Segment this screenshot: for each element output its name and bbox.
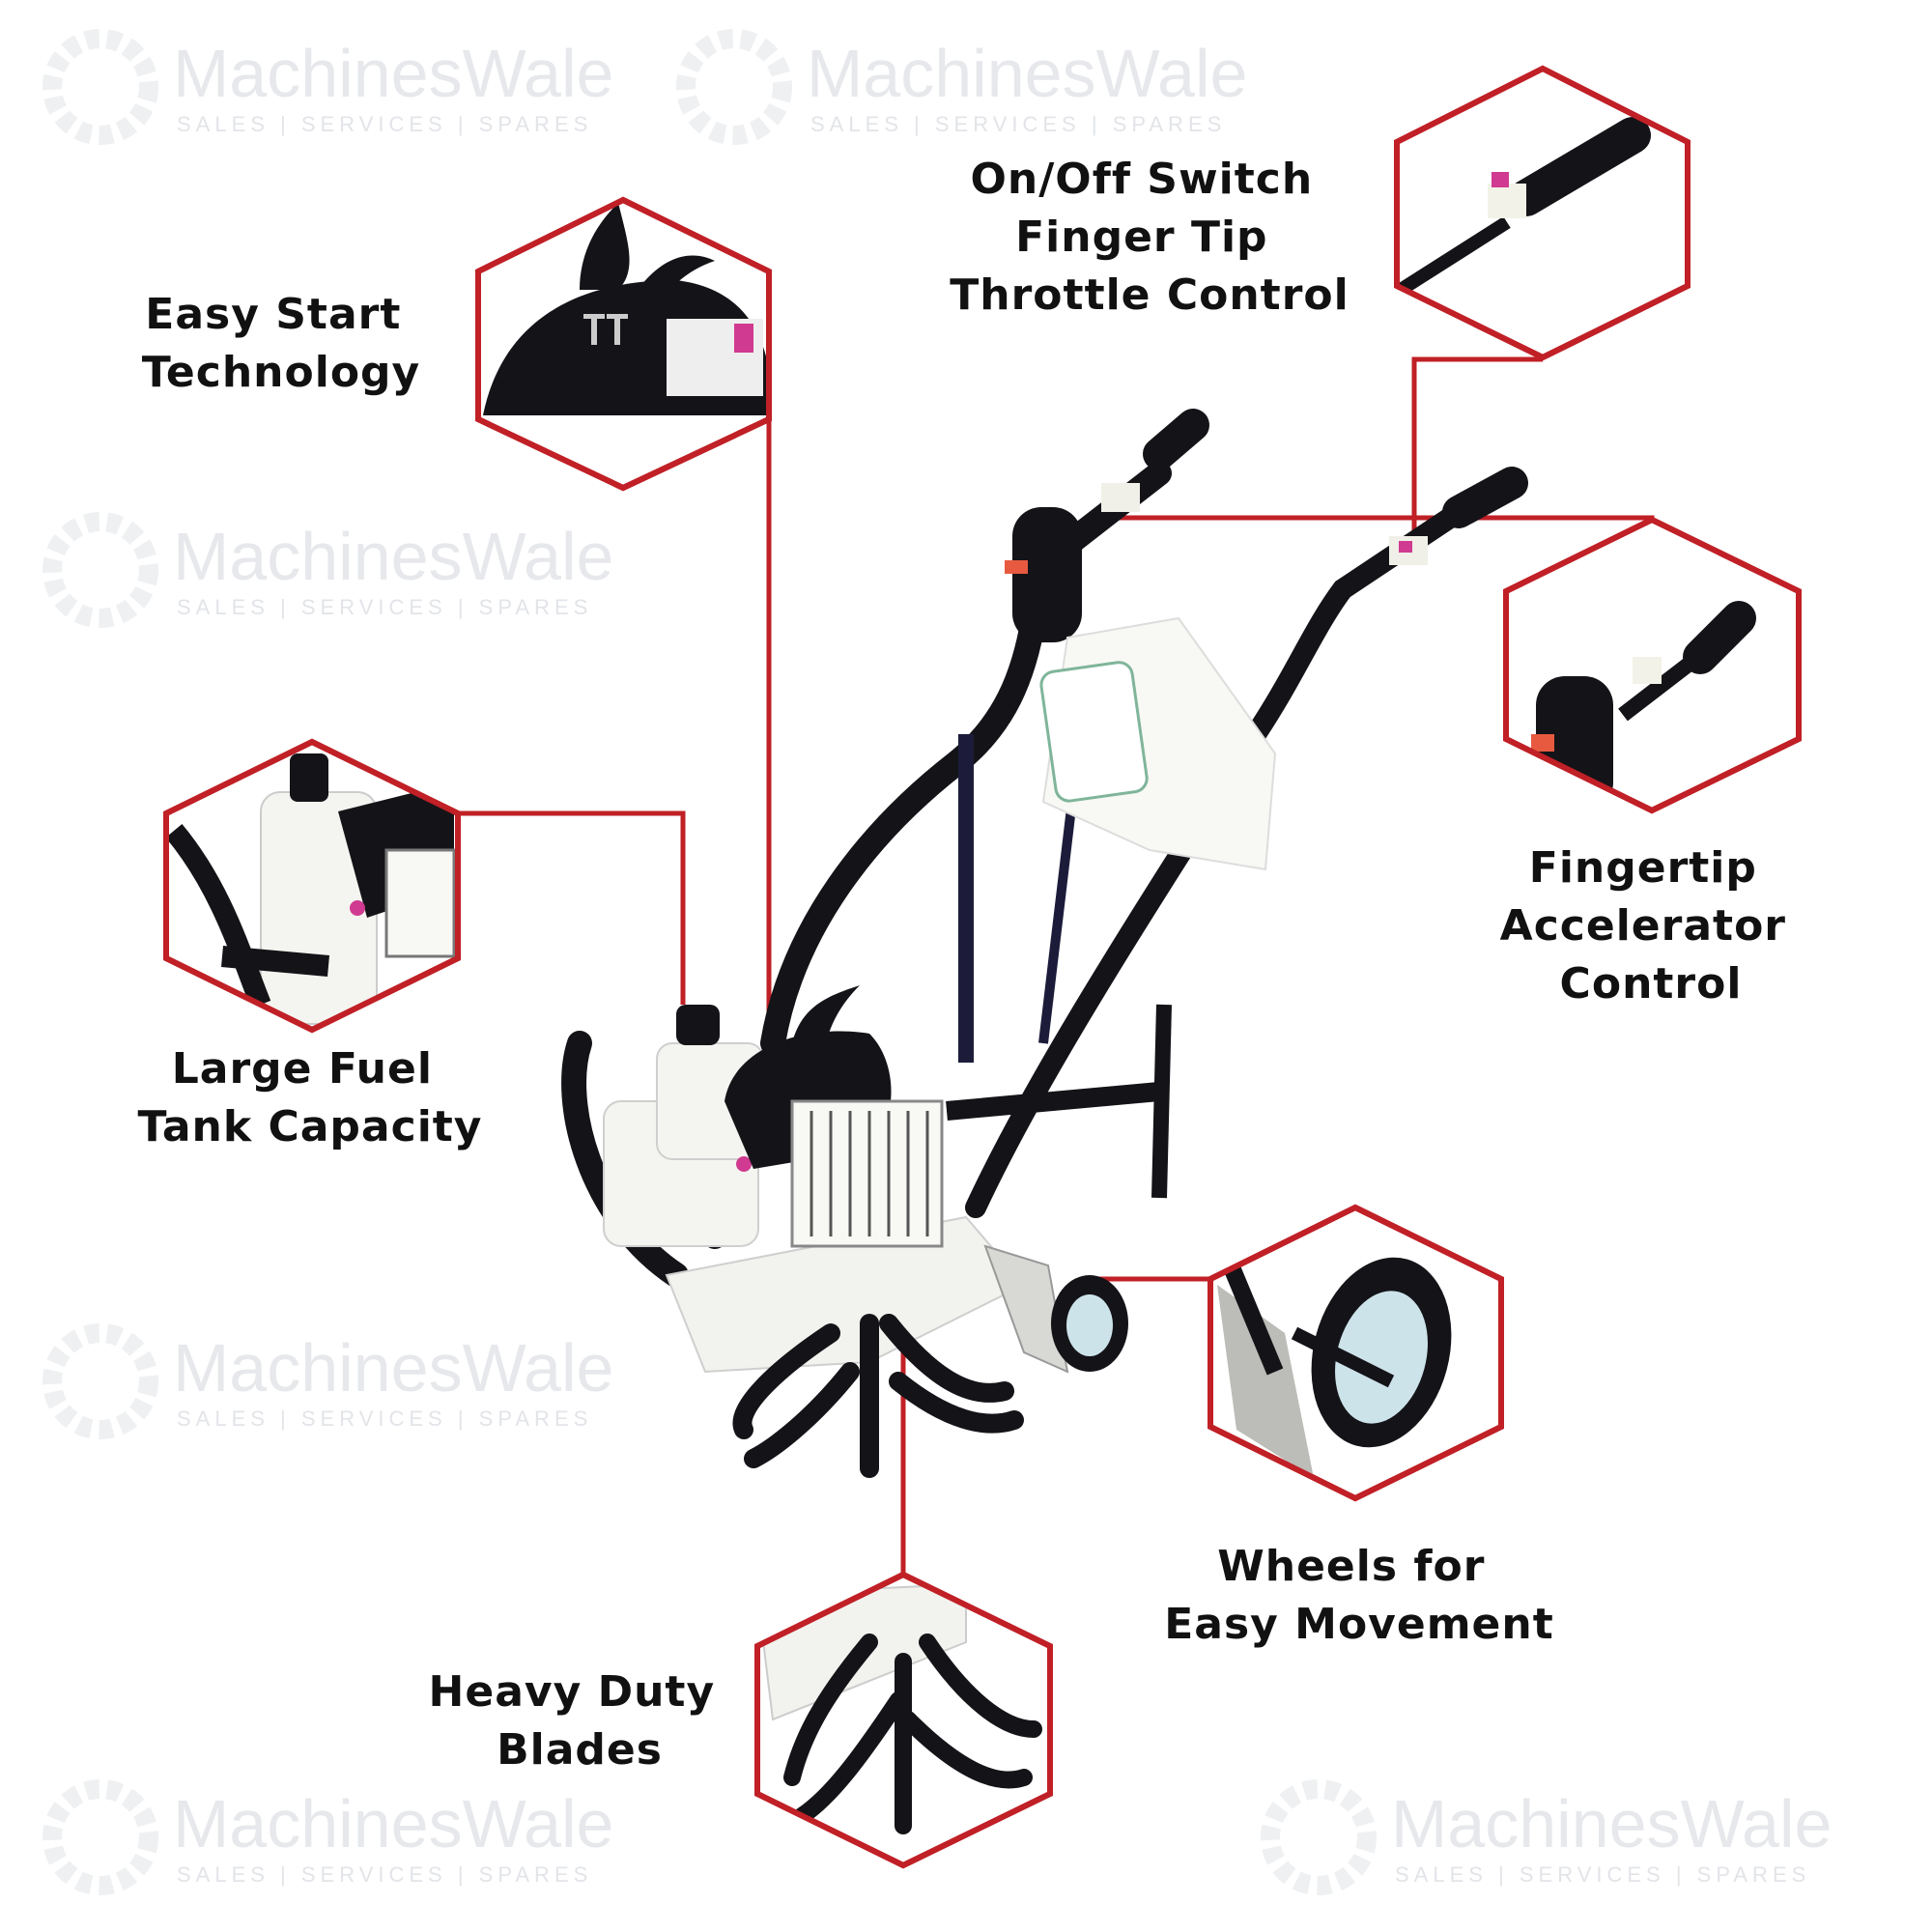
gear-icon xyxy=(676,29,792,145)
label-line: Easy Start xyxy=(145,290,401,339)
label-line: Tank Capacity xyxy=(138,1102,483,1151)
label-fuel-tank: Large Fuel Tank Capacity xyxy=(138,1044,483,1151)
leader-on-off-switch xyxy=(1411,356,1543,546)
label-line: Blades xyxy=(497,1725,663,1775)
label-line: On/Off Switch xyxy=(971,155,1314,204)
watermark-tagline: SALES | SERVICES | SPARES xyxy=(177,1862,592,1887)
watermark-tagline: SALES | SERVICES | SPARES xyxy=(1395,1862,1810,1887)
watermark-brand: MachinesWale xyxy=(173,36,613,111)
label-fingertip-accelerator: Fingertip Accelerator Control xyxy=(1500,843,1803,1009)
watermark-brand: MachinesWale xyxy=(173,1786,613,1861)
watermark-brand: MachinesWale xyxy=(807,36,1247,111)
callout-fingertip-accelerator-image xyxy=(1503,516,1802,814)
label-line: Easy Movement xyxy=(1164,1600,1554,1649)
gear-icon xyxy=(43,1779,158,1895)
label-line: Heavy Duty xyxy=(429,1667,716,1717)
label-line: Accelerator xyxy=(1500,901,1786,951)
label-line: Throttle Control xyxy=(950,270,1349,320)
label-blades: Heavy Duty Blades xyxy=(429,1667,731,1775)
watermark-brand: MachinesWale xyxy=(173,1330,613,1406)
callout-fuel-tank-image xyxy=(163,738,461,1034)
gear-icon xyxy=(1261,1779,1377,1895)
gear-icon xyxy=(43,1323,158,1439)
gear-icon xyxy=(43,512,158,628)
tiller-machine-illustration xyxy=(561,409,1528,1478)
watermark-tagline: SALES | SERVICES | SPARES xyxy=(177,595,592,619)
label-line: Technology xyxy=(142,348,420,397)
label-line: Wheels for xyxy=(1217,1542,1485,1591)
callout-easy-start-image xyxy=(475,196,772,492)
gear-icon xyxy=(43,29,158,145)
label-line: Finger Tip xyxy=(1015,213,1267,262)
label-line: Control xyxy=(1560,959,1743,1009)
label-line: Large Fuel xyxy=(172,1044,433,1094)
label-on-off-switch: On/Off Switch Finger Tip Throttle Contro… xyxy=(950,155,1349,320)
label-wheels: Wheels for Easy Movement xyxy=(1164,1542,1554,1649)
watermark-tagline: SALES | SERVICES | SPARES xyxy=(177,1406,592,1431)
callout-wheels-image xyxy=(1208,1204,1504,1502)
label-easy-start: Easy Start Technology xyxy=(142,290,420,397)
watermark-brand: MachinesWale xyxy=(173,519,613,594)
callout-blades-image xyxy=(754,1571,1053,1869)
watermark-tagline: SALES | SERVICES | SPARES xyxy=(810,112,1226,136)
leader-fingertip-accelerator xyxy=(1101,515,1655,522)
watermark-brand: MachinesWale xyxy=(1391,1786,1832,1861)
label-line: Fingertip xyxy=(1529,843,1757,893)
leader-fuel-tank xyxy=(458,810,686,1005)
callout-on-off-switch-image xyxy=(1394,65,1690,361)
watermark-tagline: SALES | SERVICES | SPARES xyxy=(177,112,592,136)
